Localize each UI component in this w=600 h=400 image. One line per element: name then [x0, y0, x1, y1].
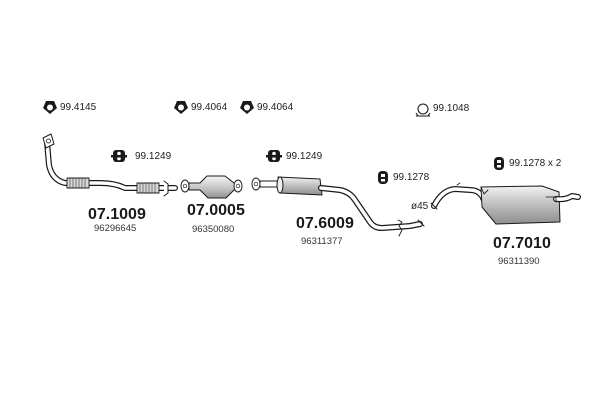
oem-number: 96311377 [301, 236, 343, 247]
rubber-mount-icon [111, 150, 127, 162]
front-pipe-drawing [42, 133, 178, 197]
gasket-icon [43, 101, 57, 114]
accessory-label: 99.4145 [60, 102, 97, 113]
rubber-mount-icon [266, 150, 282, 162]
diameter-label: ø45 [411, 201, 429, 212]
oem-number: 96311390 [498, 256, 540, 267]
rubber-ring-icon [494, 157, 504, 170]
accessory-label: 99.1048 [433, 103, 470, 114]
accessory-label: 99.1249 [286, 151, 323, 162]
accessory-label: 99.4064 [257, 102, 294, 113]
oem-number: 96296645 [94, 223, 137, 234]
middle-silencer-drawing [251, 176, 425, 237]
gasket-icon [240, 101, 254, 114]
accessory-label: 99.1249 [135, 151, 172, 162]
part-code: 07.7010 [493, 235, 551, 252]
part-code: 07.6009 [296, 215, 354, 232]
catalytic-converter-drawing [180, 175, 243, 199]
part-code: 07.0005 [187, 202, 245, 219]
oem-number: 96350080 [192, 224, 235, 235]
clamp-icon [415, 103, 431, 117]
rubber-ring-icon [378, 171, 388, 184]
accessory-label: 99.1278 [393, 172, 430, 183]
part-code: 07.1009 [88, 206, 146, 223]
gasket-icon [174, 101, 188, 114]
rear-silencer-drawing [430, 182, 581, 225]
accessory-label: 99.4064 [191, 102, 228, 113]
accessory-label: 99.1278 x 2 [509, 158, 562, 169]
